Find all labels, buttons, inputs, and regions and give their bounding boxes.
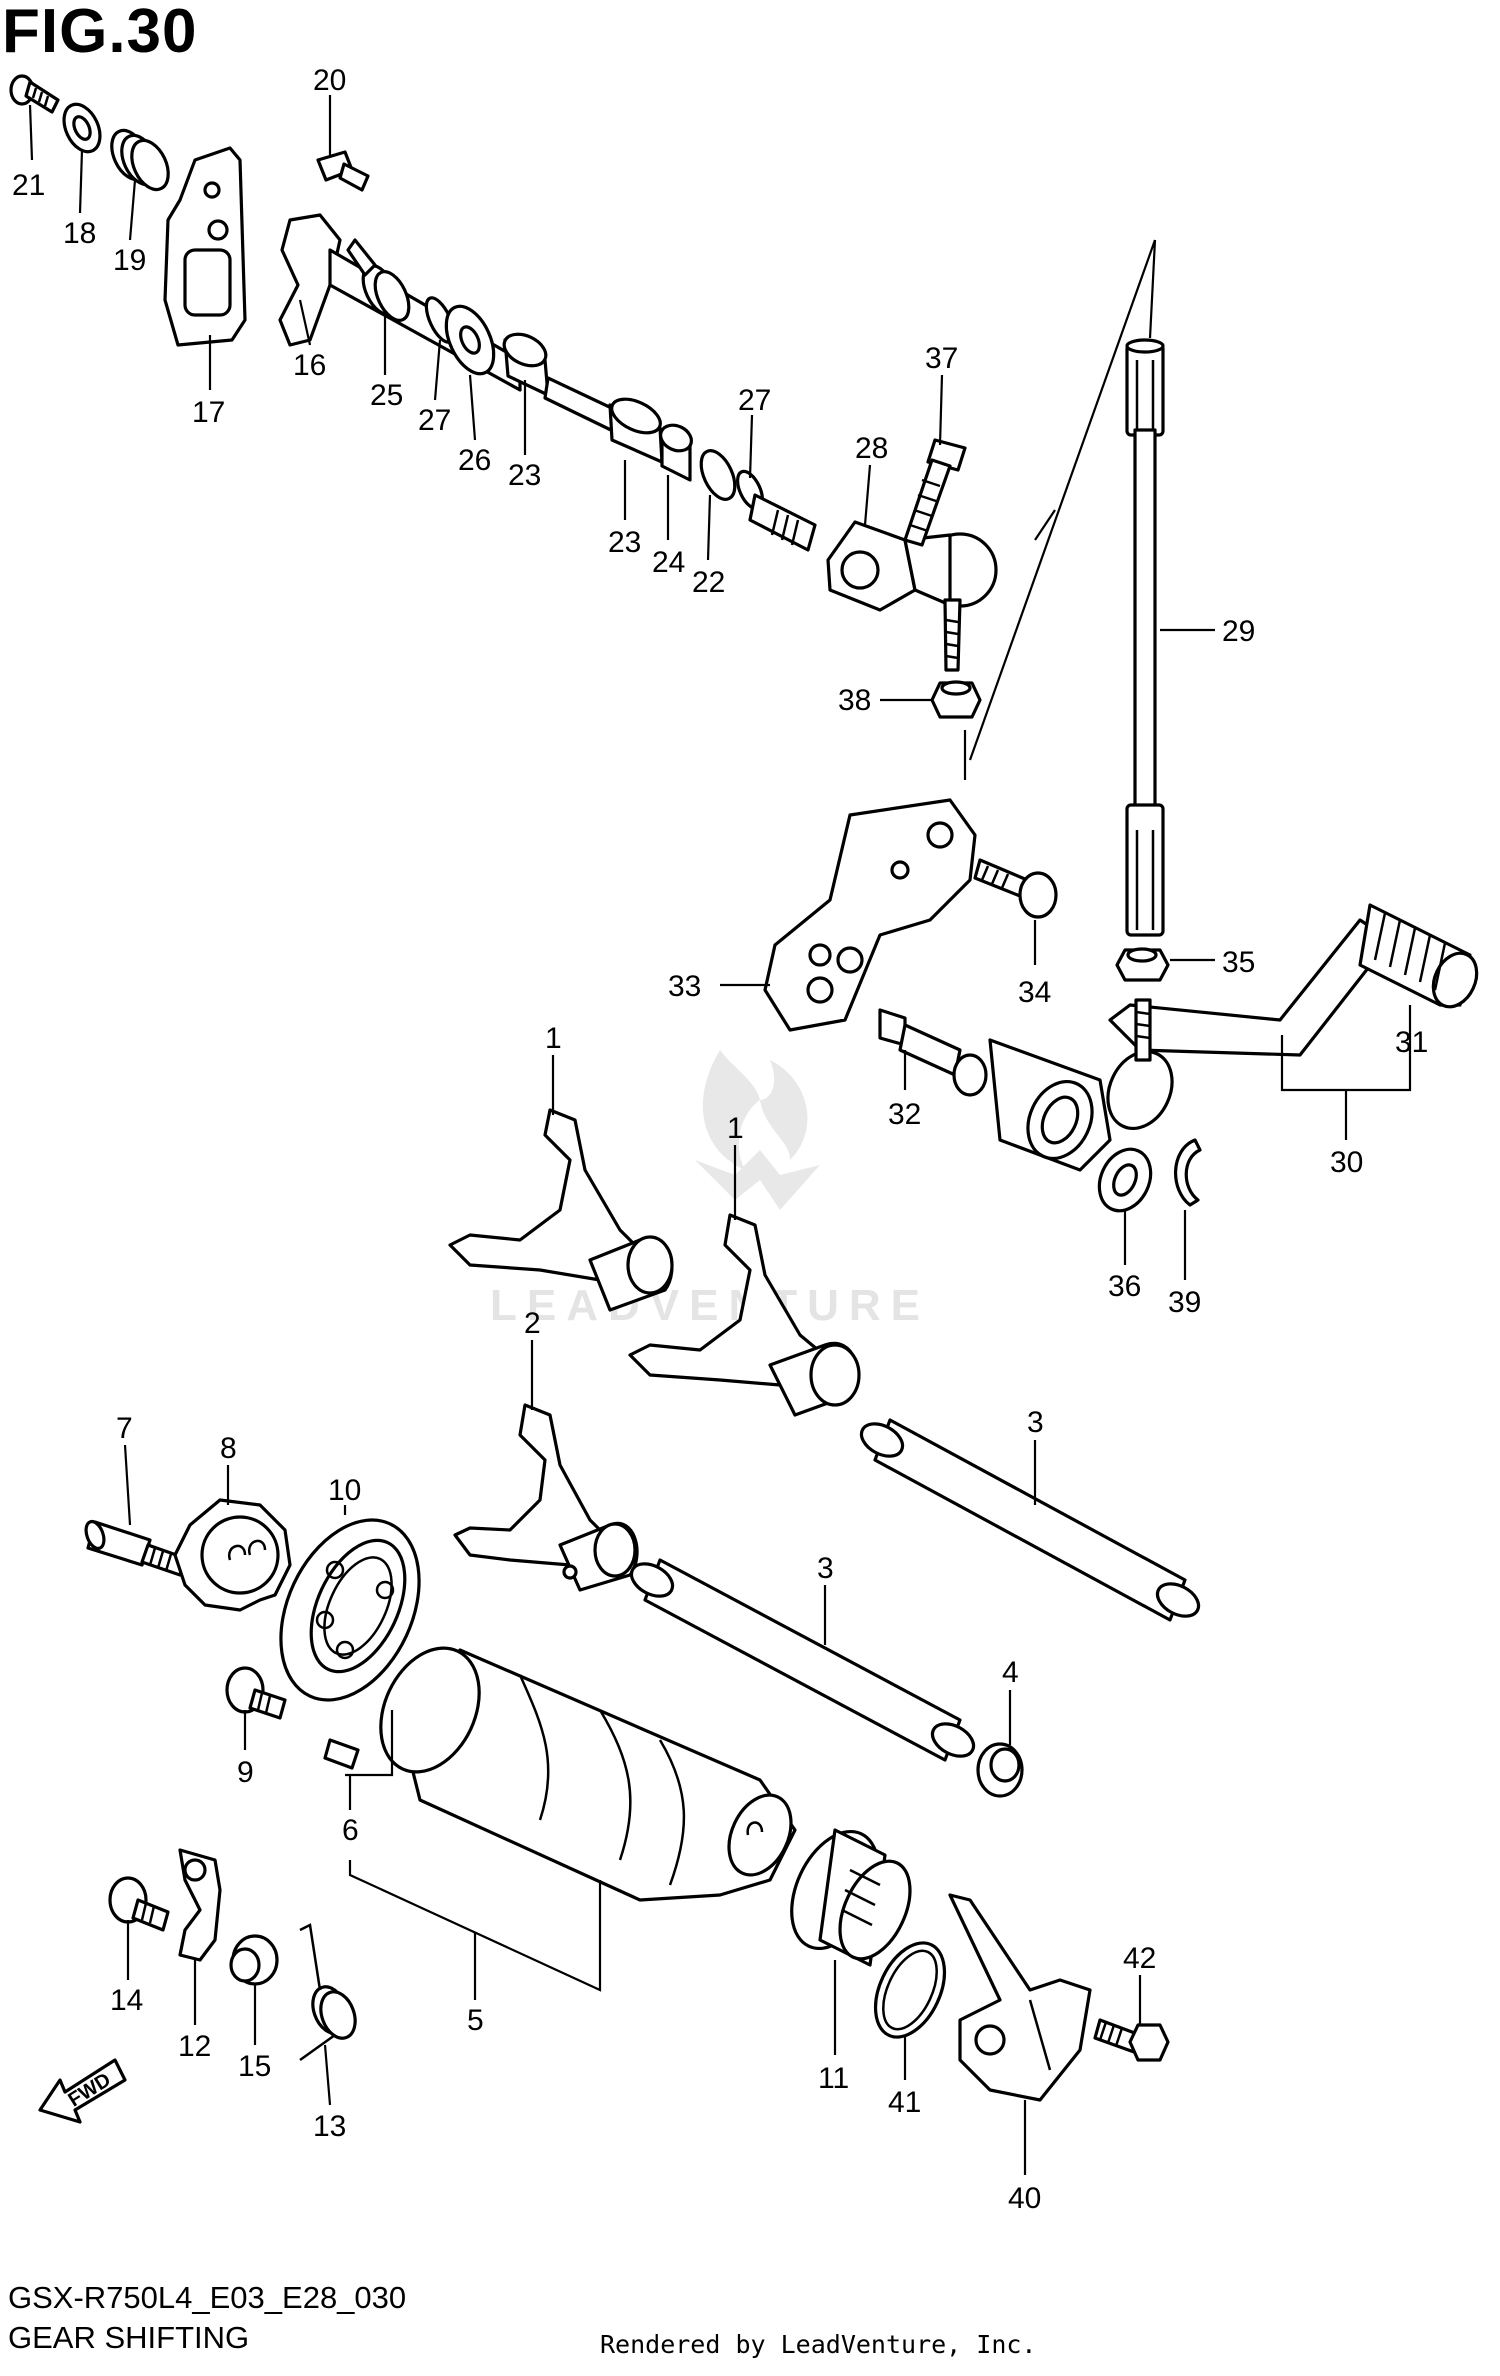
part-22-oil-seal — [699, 449, 737, 501]
callout-16: 16 — [293, 349, 326, 382]
callout-14: 14 — [110, 1984, 143, 2017]
callout-39: 39 — [1168, 1286, 1201, 1319]
callout-labels: 21 18 19 17 20 16 25 27 26 23 23 24 22 2… — [12, 64, 1428, 2215]
model-code: GSX-R750L4_E03_E28_030 — [8, 2280, 407, 2315]
part-29-shift-rod — [1125, 338, 1165, 937]
part-40-stopper — [948, 1893, 1092, 2102]
callout-9: 9 — [237, 1756, 254, 1789]
figure-title: FIG.30 — [2, 0, 198, 66]
callout-10: 10 — [328, 1474, 361, 1507]
part-24-seal — [659, 423, 693, 482]
part-14-bolt — [108, 1876, 170, 1932]
callout-28: 28 — [855, 432, 888, 465]
part-33-bracket — [763, 798, 977, 1032]
part-1-shift-fork-b — [628, 1213, 861, 1417]
leader-lines — [28, 95, 1412, 2175]
part-9-bolt — [225, 1666, 287, 1720]
part-23-bush-lower — [608, 397, 664, 464]
part-10-bearing — [279, 1518, 421, 1702]
callout-32: 32 — [888, 1098, 921, 1131]
rendered-by-credit: Rendered by LeadVenture, Inc. — [600, 2330, 1037, 2359]
fwd-arrow: FWD — [38, 2058, 127, 2124]
callout-7: 7 — [116, 1412, 133, 1445]
part-17-plate — [163, 146, 247, 347]
part-2-shift-fork-c — [453, 1403, 639, 1592]
part-20-stopper-bolt — [316, 150, 370, 192]
part-28-shift-arm — [826, 520, 998, 672]
part-3-fork-shaft-left — [629, 1558, 976, 1762]
callout-20: 20 — [313, 64, 346, 97]
part-32-pivot-bolt — [878, 1008, 988, 1097]
part-12-stopper-arm — [178, 1848, 222, 1962]
part-15-bush — [229, 1934, 279, 1986]
callout-27b: 27 — [738, 384, 771, 417]
part-31-footpeg-rubber — [1358, 903, 1479, 1009]
watermark-text: LEADVENTURE — [490, 1281, 930, 1330]
callout-27a: 27 — [418, 404, 451, 437]
part-38-nut — [930, 680, 982, 719]
callout-19: 19 — [113, 244, 146, 277]
callout-23a: 23 — [508, 459, 541, 492]
callout-30: 30 — [1330, 1146, 1363, 1179]
callout-22: 22 — [692, 566, 725, 599]
callout-6: 6 — [342, 1814, 359, 1847]
callout-38: 38 — [838, 684, 871, 717]
part-6-pin — [323, 1738, 360, 1770]
callout-31: 31 — [1395, 1026, 1428, 1059]
callout-5: 5 — [467, 2004, 484, 2037]
part-18-washer — [62, 102, 102, 154]
callout-25: 25 — [370, 379, 403, 412]
callout-8: 8 — [220, 1432, 237, 1465]
section-title: GEAR SHIFTING — [8, 2320, 250, 2355]
part-41-o-ring — [873, 1941, 947, 2039]
part-34-bolt — [973, 858, 1058, 919]
callout-29: 29 — [1222, 615, 1255, 648]
callout-12: 12 — [178, 2030, 211, 2063]
callout-26: 26 — [458, 444, 491, 477]
part-36-washer — [1097, 1147, 1153, 1213]
part-8-cam-plate — [173, 1498, 292, 1612]
callout-42: 42 — [1123, 1942, 1156, 1975]
part-13-spring — [299, 1923, 357, 2062]
callout-1a: 1 — [545, 1022, 562, 1055]
part-3-fork-shaft-right — [859, 1418, 1201, 1622]
part-42-bolt — [1093, 2018, 1170, 2062]
callout-33: 33 — [668, 970, 701, 1003]
callout-21: 21 — [12, 169, 45, 202]
callout-36: 36 — [1108, 1270, 1141, 1303]
part-19-spring — [110, 128, 170, 192]
part-5-gearshift-cam — [379, 1646, 797, 1902]
part-25-spring — [346, 238, 411, 322]
callout-4: 4 — [1002, 1656, 1019, 1689]
callout-17: 17 — [192, 396, 225, 429]
part-27-circlip-lower — [736, 469, 817, 552]
part-26-washer — [444, 304, 496, 376]
callout-37: 37 — [925, 342, 958, 375]
callout-23b: 23 — [608, 526, 641, 559]
callout-2: 2 — [524, 1307, 541, 1340]
callout-34: 34 — [1018, 976, 1051, 1009]
callout-35: 35 — [1222, 946, 1255, 979]
part-39-circlip — [1174, 1138, 1202, 1207]
part-30-shift-lever — [988, 918, 1392, 1172]
leadventure-watermark: LEADVENTURE — [490, 1050, 930, 1330]
part-1-shift-fork-a — [448, 1108, 674, 1312]
callout-1b: 1 — [727, 1112, 744, 1145]
callout-40: 40 — [1008, 2182, 1041, 2215]
part-11-bearing — [790, 1828, 912, 1967]
callout-13: 13 — [313, 2110, 346, 2143]
callout-24: 24 — [652, 546, 685, 579]
part-37-bolt — [903, 438, 967, 547]
callout-3a: 3 — [1027, 1406, 1044, 1439]
callout-11: 11 — [818, 2062, 849, 2095]
callout-15: 15 — [238, 2050, 271, 2083]
callout-41: 41 — [888, 2086, 921, 2119]
part-7-pin — [84, 1519, 187, 1577]
part-21-bolt — [9, 74, 60, 114]
callout-18: 18 — [63, 217, 96, 250]
part-35-nut — [1115, 947, 1170, 982]
part-4-cap — [976, 1742, 1024, 1798]
callout-3b: 3 — [817, 1552, 834, 1585]
